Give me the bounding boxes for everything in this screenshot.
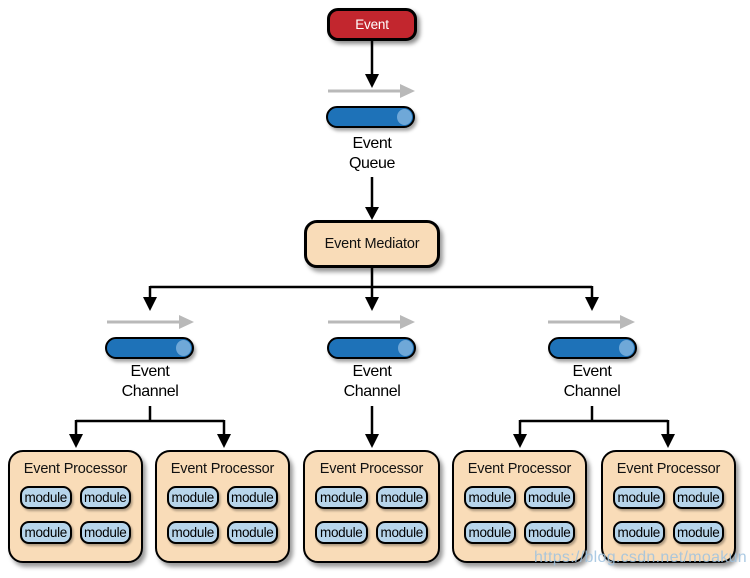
module-pill: module — [226, 486, 278, 509]
processor-title: Event Processor — [23, 461, 128, 477]
arrowhead-to-channel-right — [585, 297, 599, 311]
arrowhead-to-processor4 — [513, 434, 527, 448]
module-grid: module module module module — [454, 477, 585, 544]
event-processor-2: Event Processor module module module mod… — [155, 450, 290, 563]
event-processor-5: Event Processor module module module mod… — [601, 450, 736, 563]
module-grid: module module module module — [157, 477, 288, 544]
event-channel-pill-right — [548, 337, 637, 359]
event-processor-1: Event Processor module module module mod… — [8, 450, 143, 563]
arrowhead-to-processor5 — [661, 434, 675, 448]
module-pill: module — [79, 486, 131, 509]
module-pill: module — [523, 521, 575, 544]
processor-title: Event Processor — [616, 461, 721, 477]
event-channel-label-center: Event Channel — [327, 362, 417, 402]
arrowhead-to-mediator — [365, 207, 379, 220]
arrowhead-to-queue — [365, 74, 379, 88]
flow-arrowheads — [179, 84, 635, 329]
watermark-text: https://blog.csdn.net/moakun — [534, 549, 747, 566]
module-pill: module — [672, 521, 724, 544]
event-queue-label: Event Queue — [327, 134, 417, 174]
module-pill: module — [167, 521, 219, 544]
black-connectors — [74, 41, 670, 435]
event-node-label: Event — [355, 17, 389, 32]
event-queue-pill — [326, 106, 415, 128]
module-pill: module — [20, 486, 72, 509]
event-processor-3: Event Processor module module module mod… — [303, 450, 440, 563]
processor-title: Event Processor — [319, 461, 424, 477]
channel-left-line1: Event — [130, 363, 170, 380]
event-channel-label-left: Event Channel — [105, 362, 195, 402]
event-channel-label-right: Event Channel — [547, 362, 637, 402]
module-pill: module — [613, 521, 665, 544]
black-arrowheads — [69, 74, 675, 448]
flow-arrowhead-channel-right — [620, 315, 635, 329]
module-pill: module — [464, 521, 516, 544]
event-node: Event — [327, 8, 417, 41]
processor-title: Event Processor — [170, 461, 275, 477]
module-pill: module — [226, 521, 278, 544]
module-pill: module — [167, 486, 219, 509]
module-pill: module — [79, 521, 131, 544]
channel-right-line2: Channel — [563, 383, 621, 400]
flow-arrowhead-channel-left — [179, 315, 194, 329]
channel-left-line2: Channel — [121, 383, 179, 400]
arrowhead-to-processor3 — [365, 434, 379, 448]
module-grid: module module module module — [10, 477, 141, 544]
channel-center-line2: Channel — [343, 383, 401, 400]
event-channel-pill-left — [105, 337, 194, 359]
module-pill: module — [315, 521, 368, 544]
channel-right-line1: Event — [572, 363, 612, 380]
module-pill: module — [672, 486, 724, 509]
flow-arrow-shafts — [107, 89, 620, 324]
event-channel-pill-center — [327, 337, 416, 359]
event-mediator-node: Event Mediator — [304, 220, 440, 268]
event-queue-label-line2: Queue — [348, 155, 396, 172]
module-pill: module — [375, 486, 428, 509]
module-pill: module — [375, 521, 428, 544]
module-grid: module module module module — [305, 477, 438, 544]
flow-arrowhead-queue — [400, 84, 415, 98]
arrowhead-to-processor1 — [69, 434, 83, 448]
event-mediator-label: Event Mediator — [324, 236, 420, 252]
module-grid: module module module module — [603, 477, 734, 544]
arrowhead-to-processor2 — [217, 434, 231, 448]
processor-title: Event Processor — [467, 461, 572, 477]
flow-arrowhead-channel-center — [400, 315, 415, 329]
module-pill: module — [315, 486, 368, 509]
module-pill: module — [464, 486, 516, 509]
event-queue-label-line1: Event — [352, 135, 392, 152]
event-processor-4: Event Processor module module module mod… — [452, 450, 587, 563]
module-pill: module — [613, 486, 665, 509]
module-pill: module — [523, 486, 575, 509]
channel-center-line1: Event — [352, 363, 392, 380]
module-pill: module — [20, 521, 72, 544]
arrowhead-to-channel-center — [365, 297, 379, 311]
arrowhead-to-channel-left — [143, 297, 157, 311]
